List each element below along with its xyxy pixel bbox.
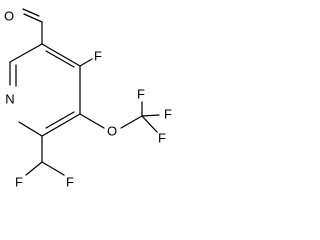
bond-o-cf3 [120, 115, 143, 129]
bond-c4-f [79, 58, 93, 67]
bond-chf2-f-right [41, 161, 65, 176]
bond-cf3-f-right [141, 114, 160, 117]
bond-cf3-f-bottom [141, 115, 158, 133]
atom-cf3-fluorine-right: F [164, 107, 172, 122]
atom-ether-oxygen: O [107, 124, 117, 139]
atom-chf2-fluorine-right: F [66, 175, 74, 190]
atom-cf3-fluorine-bottom: F [158, 131, 166, 146]
molecule-diagram: O F O F F F N F F [4, 8, 172, 190]
bond-c5-o [79, 113, 105, 129]
atom-aldehyde-oxygen: O [4, 9, 14, 24]
atom-chf2-fluorine-left: F [15, 175, 23, 190]
bond-c3-c4-inner [45, 50, 75, 68]
atom-ring-nitrogen: N [5, 92, 14, 107]
atom-fluorine-ring: F [94, 49, 102, 64]
bond-c5-c6 [41, 113, 81, 137]
atom-cf3-fluorine-top: F [137, 87, 145, 102]
bond-c5-c6-inner [45, 111, 75, 129]
bond-c2-c3 [9, 43, 43, 63]
bond-chf2-f-left [25, 161, 43, 176]
bond-c6-n [18, 121, 43, 137]
bond-cho-o-double [22, 8, 40, 17]
bond-c3-c4 [41, 43, 81, 67]
bond-cho-o [23, 13, 43, 23]
